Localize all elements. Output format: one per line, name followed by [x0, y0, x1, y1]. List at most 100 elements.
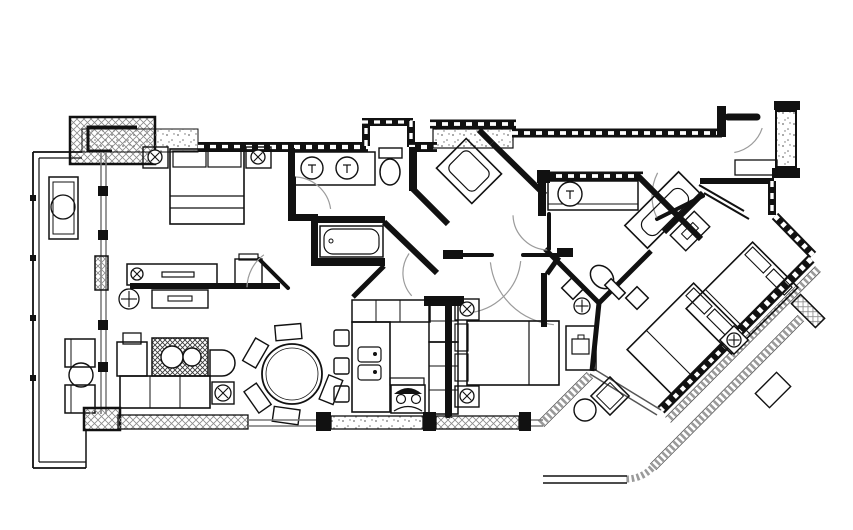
sill-post-c	[519, 412, 531, 431]
struct-beam-stipple	[81, 128, 199, 153]
master-wall-south	[130, 283, 280, 289]
terrace-chair	[589, 375, 631, 417]
sill-post-b	[423, 412, 436, 431]
bedroom3-bed-west	[626, 282, 740, 396]
bedroom3-bed-east	[685, 241, 799, 355]
balcony-tick-a	[30, 195, 36, 201]
dining-chairs	[241, 322, 344, 426]
entry-closet-shelf	[734, 159, 778, 176]
bedroom3-nightstand-light	[726, 332, 742, 348]
tub-room-wall-west-h	[288, 214, 318, 221]
master-lamp-east	[250, 149, 266, 165]
bedroom3-bed-east-pillow-b	[744, 246, 772, 274]
tub-room-wall-north	[318, 216, 385, 223]
kitchen-island-counter	[351, 321, 391, 413]
bedroom2-lamp-north	[459, 301, 475, 317]
living-armchair-south	[64, 384, 96, 414]
floor-plan-layer	[30, 101, 826, 484]
hall-door3-swing-arc	[402, 253, 413, 297]
master-bed	[169, 148, 245, 225]
sill-south-living	[117, 414, 249, 430]
master-dresser-handle	[161, 271, 195, 278]
master-desk-chair-back	[238, 253, 259, 261]
bath2-wall-ne-diag	[635, 173, 704, 242]
tub-room-wall-south	[318, 258, 385, 266]
living-round-side-table	[68, 362, 94, 388]
console-table	[151, 289, 209, 309]
west-threshold-pier	[82, 406, 122, 432]
kitchen-burner-a	[395, 393, 407, 405]
kitchen-sink-basin-b	[357, 364, 382, 381]
bath2-toilet-tank	[603, 277, 627, 301]
west-window-mullion-a	[98, 186, 108, 196]
entry-closet-bifold-a	[698, 184, 745, 212]
living-lounge-chair	[116, 341, 148, 377]
hall-door1-swing-arc	[466, 261, 522, 314]
kitchen-faucet-a	[373, 352, 377, 356]
laundry-unit	[435, 137, 503, 205]
bedroom2-lamp-south	[459, 388, 475, 404]
laundry-wall-diag-b	[489, 140, 548, 198]
bedroom3-bed-west-pillow-b	[685, 287, 713, 315]
bedroom3-window-wall-ne	[771, 212, 817, 259]
bath2-door-swing-arc	[512, 215, 550, 251]
balcony-chaise-pad	[52, 181, 75, 235]
bedroom2-nightstand-north	[454, 298, 480, 321]
bedroom3-bed-east-fold	[704, 288, 752, 336]
terrace-chair-pad	[595, 381, 625, 411]
bedroom2-pillow-a	[454, 323, 469, 352]
bath1-tub	[319, 225, 384, 258]
terrace-round-table	[573, 398, 597, 422]
bedroom3-bed-east-pillow-a	[765, 268, 793, 296]
entry-side-wall-stipple	[775, 110, 797, 168]
kitchen-burner-b	[410, 393, 422, 405]
bath2-sink	[557, 181, 583, 207]
bath2-cabinet	[669, 210, 711, 252]
bedroom2-tv	[571, 338, 590, 355]
nook-post-east	[624, 285, 650, 311]
kitchen-sink-basin-a	[357, 346, 382, 363]
kitchen-upper-run	[351, 299, 431, 323]
bath1-toilet-tank	[378, 147, 403, 159]
bedroom3-bed-west-fold	[645, 329, 693, 377]
bath2-tub-inner	[640, 187, 690, 237]
kitchen-range-back	[394, 388, 422, 394]
bedroom2-nightstand-south	[454, 385, 480, 408]
console-table-handle	[167, 295, 193, 302]
terrace-rail-diagonal	[649, 314, 805, 471]
kitchen-stool-c	[333, 385, 350, 403]
west-window-mullion-d	[98, 362, 108, 372]
balcony-chaise-pillow	[50, 194, 76, 220]
sill-south-bedroom2	[435, 415, 520, 430]
bedroom3-bench	[754, 371, 792, 409]
living-sofa	[119, 375, 211, 409]
master-nightstand-east	[245, 146, 272, 169]
kitchen-stool-b	[333, 357, 350, 375]
bedroom3-sill-sw	[537, 371, 594, 428]
master-nightstand-west	[142, 146, 169, 169]
bath1-wall-diag	[409, 185, 451, 227]
kitchen-range-front	[393, 405, 423, 412]
balcony-tick-d	[30, 375, 36, 381]
nook-post-west	[560, 275, 586, 301]
hall-wall-diag-b	[351, 264, 386, 299]
bedroom2-tv-console	[565, 325, 597, 371]
master-lamp-west	[147, 149, 163, 165]
hall-wall-stub-west	[443, 250, 463, 259]
laundry-unit-door	[448, 150, 490, 192]
master-pillow-a	[172, 150, 207, 168]
bath1-sink-east	[335, 156, 359, 180]
entry-door-swing-arc	[734, 127, 763, 154]
bath2-vanity	[547, 180, 639, 211]
bedroom3-window-sw-b	[593, 368, 662, 411]
entry-closet-bifold-b	[703, 192, 750, 220]
master-dresser-lamp	[130, 267, 144, 281]
bedroom2-wall-ne-diag	[544, 255, 562, 276]
bath2-cabinet-handle	[680, 221, 700, 241]
kitchen-tall-cabinet	[428, 341, 459, 415]
master-desk-chair	[234, 258, 263, 287]
kitchen-range	[390, 384, 426, 414]
master-pillow-b	[207, 150, 242, 168]
west-window-mullion-b	[98, 230, 108, 240]
bedroom2-wall-north	[424, 296, 464, 306]
